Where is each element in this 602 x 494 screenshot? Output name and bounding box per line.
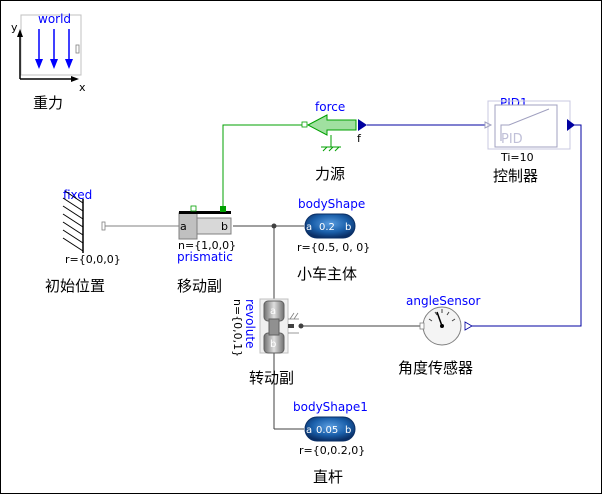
pid-block [494, 104, 558, 148]
bodyshape-port-b-label: b [345, 222, 351, 233]
prismatic-port-a-label: a [180, 220, 187, 233]
revolute-label: 转动副 [249, 369, 294, 387]
pid-curve-icon [500, 108, 550, 141]
fixed-frame-port[interactable] [101, 221, 106, 231]
fixed-label: 初始位置 [45, 277, 105, 295]
revolute-param: n={0,0,1} [231, 299, 244, 357]
force-frame-port[interactable] [301, 121, 308, 128]
component-fixed[interactable]: fixed r={0,0,0} 初始位置 [45, 188, 121, 295]
world-frame-port[interactable] [75, 44, 80, 54]
revolute-port-a-label: a [270, 306, 276, 317]
force-arrow-icon [306, 114, 357, 136]
bodyshape1-inner-label: 0.05 [316, 425, 338, 436]
revolute-axis-port[interactable] [288, 324, 294, 328]
prismatic-body-b [196, 217, 232, 235]
component-anglesensor[interactable]: angleSensor 角度传感器 [398, 294, 480, 377]
pid-param: Ti=10 [500, 151, 534, 164]
prismatic-port-b-label: b [221, 220, 228, 233]
bodyshape1-label: 直杆 [313, 468, 343, 486]
junction-dot [298, 323, 304, 329]
bodyshape1-port-b-label: b [345, 425, 351, 436]
force-name: force [315, 100, 345, 114]
revolute-support-icon [288, 312, 299, 334]
connection-anglesensor-pid[interactable] [471, 124, 582, 327]
bodyshape-param: r={0.5, 0, 0} [297, 241, 370, 254]
prismatic-support-port[interactable] [190, 205, 197, 212]
revolute-shaft [268, 318, 280, 336]
force-label: 力源 [315, 165, 345, 183]
x-arrow-icon [71, 76, 79, 82]
fixed-param: r={0,0,0} [65, 253, 121, 266]
pid-output-port-icon[interactable] [567, 119, 575, 131]
bodyshape-inner-label: 0.2 [319, 222, 335, 233]
bodyshape-name: bodyShape [298, 197, 365, 211]
component-revolute[interactable]: a b n={0,0,1} revolute 转动副 [231, 298, 299, 387]
component-bodyshape1[interactable]: bodyShape1 a 0.05 b r={0,0.2,0} 直杆 [293, 400, 368, 486]
force-ground-icon [321, 135, 341, 152]
anglesensor-output-port-icon[interactable] [464, 321, 473, 331]
component-world[interactable]: world y x 重力 [11, 12, 86, 112]
anglesensor-flange-port[interactable] [419, 322, 425, 330]
bodyshape-port-a-label: a [306, 222, 312, 233]
bodyshape1-port-a-label: a [306, 425, 312, 436]
fixed-name: fixed [63, 188, 92, 202]
force-input-port-icon[interactable] [358, 119, 367, 131]
component-prismatic[interactable]: a b n={1,0,0} prismatic 移动副 [177, 205, 236, 295]
force-port-f-label: f [357, 132, 362, 145]
bodyshape1-body-icon [304, 416, 356, 442]
anglesensor-name: angleSensor [406, 294, 480, 308]
bodyshape-label: 小车主体 [297, 265, 357, 283]
junction-dot [271, 223, 277, 229]
pid-inner-label: PID [501, 132, 523, 147]
gravity-arrows-icon [35, 29, 73, 69]
component-pid[interactable]: PID1 PID Ti=10 控制器 [484, 96, 575, 185]
anglesensor-ticks-icon [428, 309, 456, 322]
connection-force-prismatic[interactable] [222, 124, 304, 209]
x-axis-label: x [79, 81, 86, 94]
fixed-hatch-icon [62, 190, 84, 252]
y-arrow-icon [17, 29, 23, 37]
pid-input-port-icon[interactable] [484, 121, 493, 129]
revolute-name: revolute [243, 299, 257, 349]
prismatic-name: prismatic [177, 250, 233, 264]
prismatic-label: 移动副 [177, 277, 222, 295]
bodyshape1-param: r={0,0.2,0} [299, 444, 365, 457]
anglesensor-needle-icon [436, 311, 443, 327]
component-bodyshape[interactable]: bodyShape a 0.2 b r={0.5, 0, 0} 小车主体 [297, 197, 370, 283]
connections [105, 124, 582, 430]
y-axis-label: y [11, 21, 18, 34]
prismatic-rail [179, 211, 231, 214]
prismatic-param: n={1,0,0} [178, 239, 236, 252]
revolute-port-b-label: b [270, 339, 276, 350]
pid-label: 控制器 [493, 167, 538, 185]
world-label: 重力 [33, 94, 63, 112]
bodyshape-body-icon [304, 213, 356, 239]
prismatic-force-port[interactable] [220, 206, 226, 212]
component-force[interactable]: force f 力源 [301, 100, 367, 183]
bodyshape1-name: bodyShape1 [293, 400, 368, 414]
world-name: world [38, 12, 71, 26]
anglesensor-label: 角度传感器 [398, 359, 473, 377]
anglesensor-hub-icon [440, 324, 444, 328]
